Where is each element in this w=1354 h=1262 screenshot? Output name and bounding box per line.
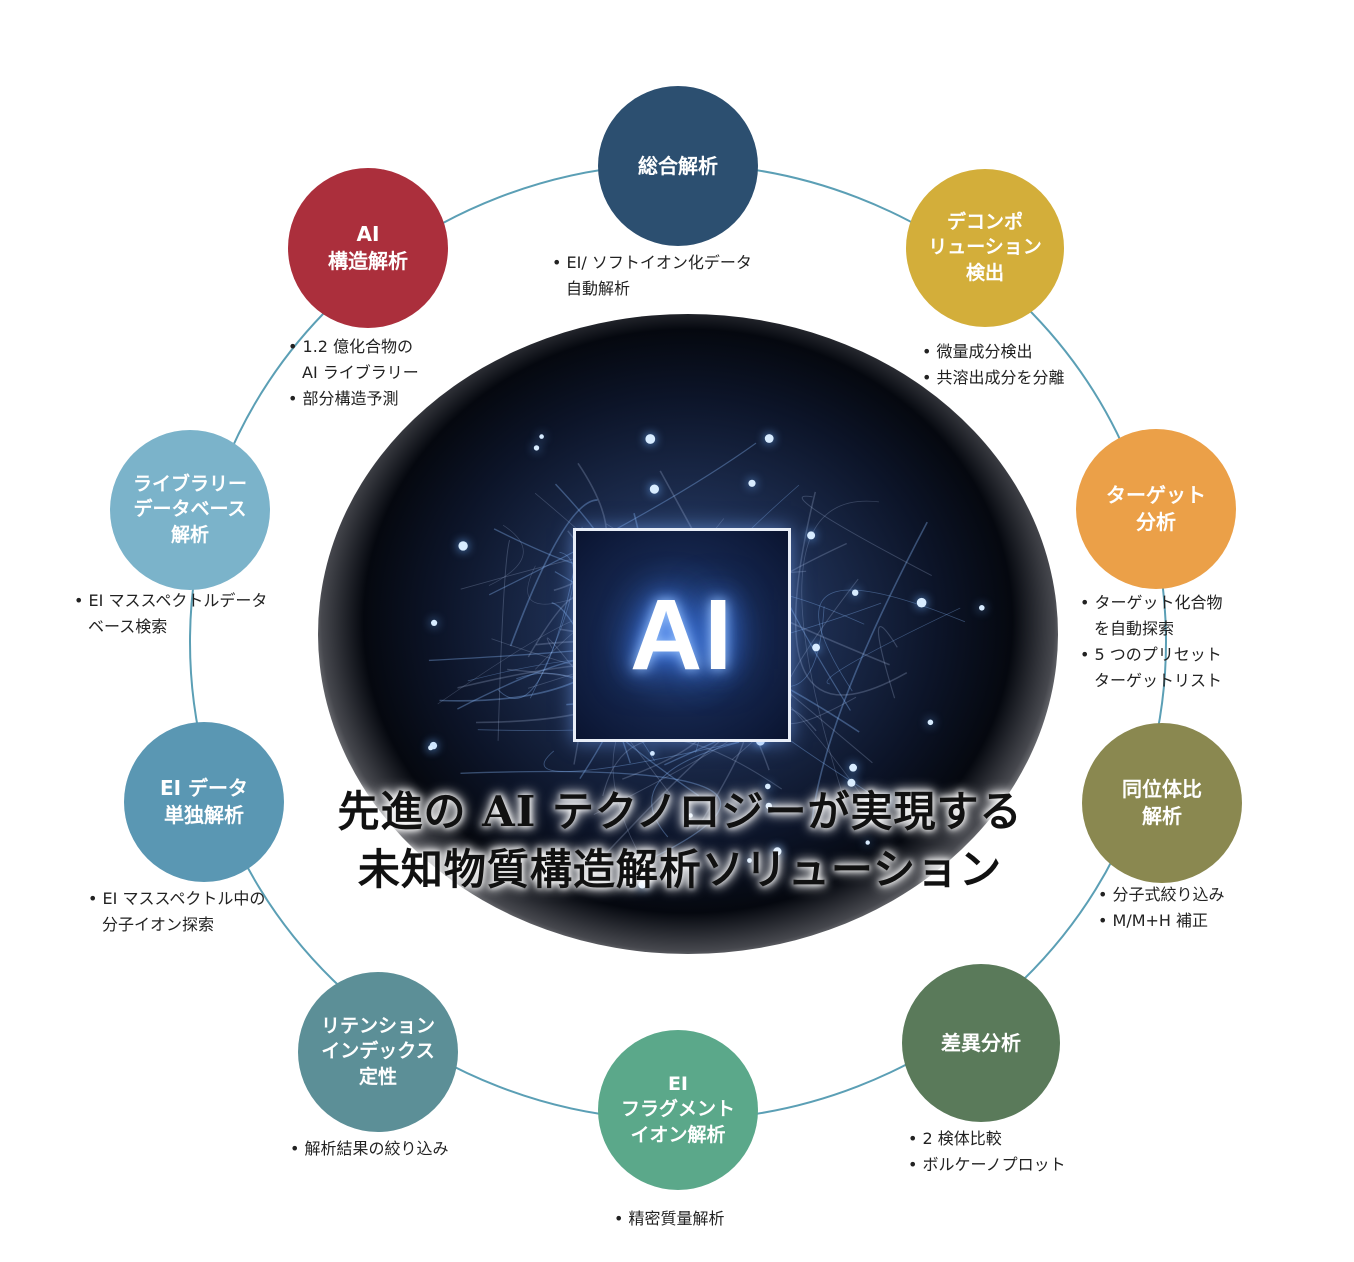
headline-line-1: 先進の AI テクノロジーが実現する xyxy=(337,787,1023,836)
network-strand xyxy=(877,626,898,699)
node-label: EI フラグメント イオン解析 xyxy=(620,1072,735,1146)
bullet-text: • 1.2 億化合物の xyxy=(288,337,414,356)
bullet-text: • EI マススペクトル中の xyxy=(88,889,266,908)
network-strand xyxy=(794,491,908,696)
network-strand xyxy=(509,499,598,647)
network-node-glow xyxy=(765,802,772,810)
bullets-ei-data-single-analysis: • EI マススペクトル中の 分子イオン探索 xyxy=(88,886,265,938)
bullet-text: を自動探索 xyxy=(1094,619,1175,638)
network-node-glow xyxy=(812,643,820,652)
ai-chip-label: AI xyxy=(630,578,734,691)
network-node-glow xyxy=(650,751,655,756)
bullet-text: • EI/ ソフトイオン化データ xyxy=(552,253,752,272)
bullet-text: • 解析結果の絞り込み xyxy=(290,1139,449,1158)
node-label: ライブラリー データベース 解析 xyxy=(132,472,247,546)
network-node-glow xyxy=(865,840,870,845)
node-label: EI データ 単独解析 xyxy=(159,776,249,827)
node-label: 差異分析 xyxy=(941,1030,1021,1055)
bullets-deconvolution-detection: • 微量成分検出 • 共溶出成分を分離 xyxy=(922,339,1065,391)
bullet-text: • ターゲット化合物 xyxy=(1080,593,1223,612)
bullets-ai-structure-analysis: • 1.2 億化合物の AI ライブラリー • 部分構造予測 xyxy=(288,334,419,412)
node-label: デコンポ リューション 検出 xyxy=(928,210,1042,284)
node-label: リテンション インデックス 定性 xyxy=(320,1014,435,1088)
bullets-differential-analysis: • 2 検体比較 • ボルケーノプロット xyxy=(908,1126,1066,1178)
network-strand xyxy=(488,524,524,586)
node-comprehensive-analysis: 総合解析 xyxy=(598,86,758,246)
network-strand xyxy=(826,607,961,685)
node-isotope-ratio-analysis: 同位体比 解析 xyxy=(1082,723,1242,883)
network-node-glow xyxy=(638,880,647,889)
node-deconvolution-detection: デコンポ リューション 検出 xyxy=(906,169,1064,327)
bullet-text: • 部分構造予測 xyxy=(288,389,399,408)
node-retention-index-qualitative: リテンション インデックス 定性 xyxy=(298,972,458,1132)
network-node-glow xyxy=(849,763,857,772)
network-node-glow xyxy=(533,445,540,451)
network-node-glow xyxy=(979,605,985,611)
node-target-analysis: ターゲット 分析 xyxy=(1076,429,1236,589)
bullet-text: • 精密質量解析 xyxy=(614,1209,725,1228)
node-ei-data-single-analysis: EI データ 単独解析 xyxy=(124,722,284,882)
network-node-glow xyxy=(458,541,468,551)
network-strand xyxy=(497,526,583,700)
network-node-glow xyxy=(431,619,438,626)
node-label: AI 構造解析 xyxy=(328,222,408,273)
bullets-target-analysis: • ターゲット化合物 を自動探索 • 5 つのプリセット ターゲットリスト xyxy=(1080,590,1223,694)
network-node-glow xyxy=(764,434,774,443)
network-node-glow xyxy=(916,597,927,608)
network-node-glow xyxy=(747,858,752,863)
node-ai-structure-analysis: AI 構造解析 xyxy=(288,168,448,328)
network-node-glow xyxy=(649,484,659,494)
network-node-glow xyxy=(748,479,756,487)
node-library-database-analysis: ライブラリー データベース 解析 xyxy=(110,430,270,590)
bullet-text: • 5 つのプリセット xyxy=(1080,645,1222,664)
bullet-text: 自動解析 xyxy=(566,279,631,298)
network-strand xyxy=(651,741,740,838)
node-label: 総合解析 xyxy=(638,153,718,178)
network-node-glow xyxy=(773,847,782,856)
node-differential-analysis: 差異分析 xyxy=(902,964,1060,1122)
headline-line-2: 未知物質構造解析ソリューション xyxy=(357,845,1003,894)
network-node-glow xyxy=(881,796,891,806)
network-strand xyxy=(810,521,928,828)
network-node-glow xyxy=(688,813,693,818)
bullet-text: • M/M+H 補正 xyxy=(1098,911,1209,930)
bullet-text: • 分子式絞り込み xyxy=(1098,885,1225,904)
network-strand xyxy=(529,551,574,699)
bullets-library-database-analysis: • EI マススペクトルデータ ベース検索 xyxy=(74,588,267,640)
bullets-comprehensive-analysis: • EI/ ソフトイオン化データ 自動解析 xyxy=(552,250,752,302)
bullet-text: • EI マススペクトルデータ xyxy=(74,591,268,610)
network-node-glow xyxy=(765,783,771,790)
bullets-retention-index-qualitative: • 解析結果の絞り込み xyxy=(290,1136,449,1162)
node-label: ターゲット 分析 xyxy=(1106,483,1206,534)
network-node-glow xyxy=(807,531,816,540)
network-strand xyxy=(801,500,879,790)
network-strand xyxy=(488,442,757,596)
network-strand xyxy=(801,495,932,577)
network-node-glow xyxy=(539,434,544,439)
ai-chip-icon: AI xyxy=(573,528,791,742)
network-strand xyxy=(546,637,671,795)
bullets-isotope-ratio-analysis: • 分子式絞り込み • M/M+H 補正 xyxy=(1098,882,1225,934)
network-strand xyxy=(497,539,511,741)
network-node-glow xyxy=(428,745,434,751)
bullet-text: • 微量成分検出 xyxy=(922,342,1033,361)
bullet-text: ベース検索 xyxy=(88,617,168,636)
node-ei-fragment-ion-analysis: EI フラグメント イオン解析 xyxy=(598,1030,758,1190)
network-strand xyxy=(460,770,722,857)
network-strand xyxy=(543,739,749,772)
network-node-glow xyxy=(847,778,856,787)
bullets-ei-fragment-ion-analysis: • 精密質量解析 xyxy=(614,1206,725,1232)
bullet-text: • ボルケーノプロット xyxy=(908,1155,1066,1174)
bullet-text: 分子イオン探索 xyxy=(102,915,215,934)
bullet-text: • 共溶出成分を分離 xyxy=(922,368,1065,387)
network-node-glow xyxy=(927,719,934,726)
bullet-text: AI ライブラリー xyxy=(302,363,419,382)
node-label: 同位体比 解析 xyxy=(1122,777,1202,828)
network-node-glow xyxy=(645,434,656,444)
network-node-glow xyxy=(852,589,859,596)
bullet-text: ターゲットリスト xyxy=(1094,671,1223,690)
bullet-text: • 2 検体比較 xyxy=(908,1129,1002,1148)
network-strand xyxy=(818,589,966,692)
